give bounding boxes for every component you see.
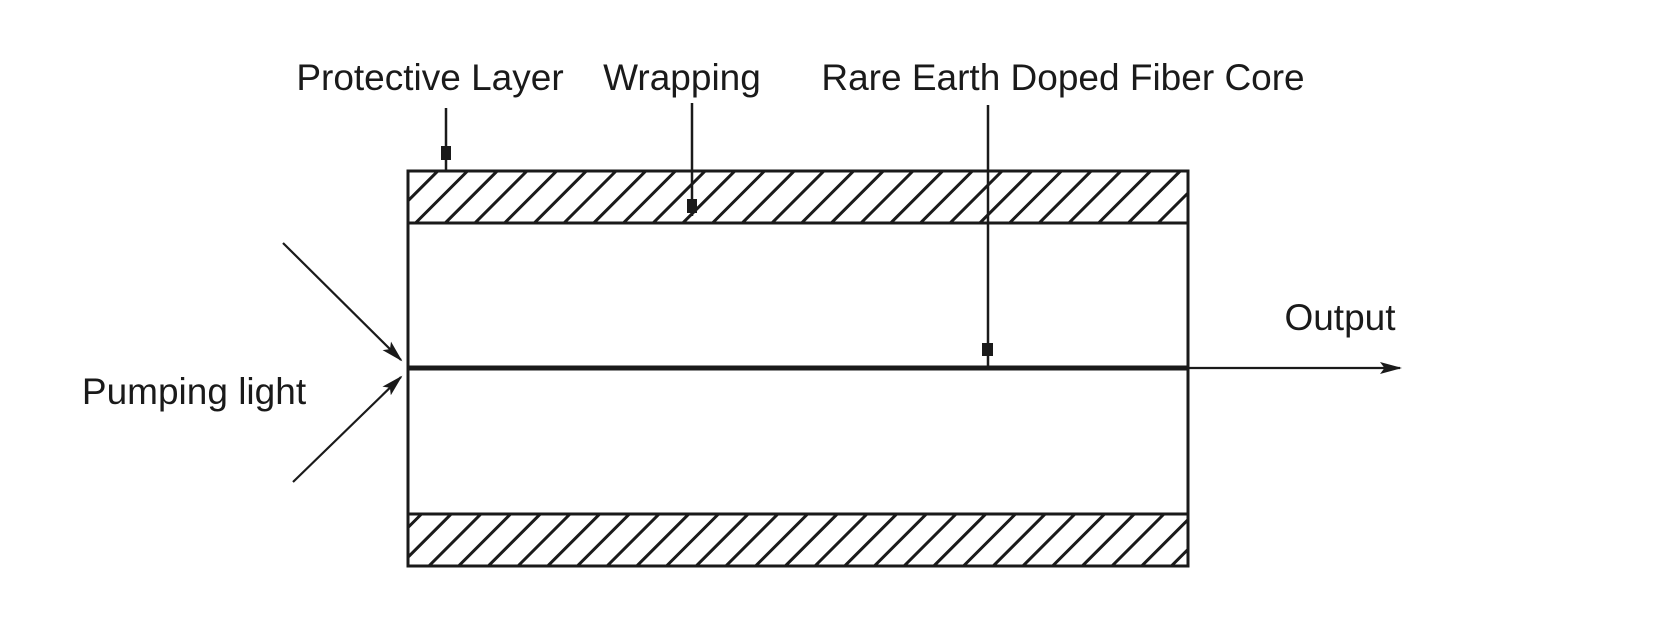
pump-arrow-upper (282, 242, 403, 362)
protective-layer-label: Protective Layer (296, 57, 563, 98)
pumping-light-label: Pumping light (82, 371, 307, 412)
protective-layer-leader-dot (441, 146, 451, 160)
pump-arrow-lower (292, 375, 403, 483)
core-leader-dot (982, 343, 993, 356)
protective-layer-top-band (406, 169, 1190, 225)
wrapping-leader-dot (687, 199, 697, 213)
output-label: Output (1284, 297, 1396, 338)
core-label: Rare Earth Doped Fiber Core (821, 57, 1304, 98)
wrapping-label: Wrapping (603, 57, 761, 98)
protective-layer-bottom-band (406, 512, 1190, 568)
